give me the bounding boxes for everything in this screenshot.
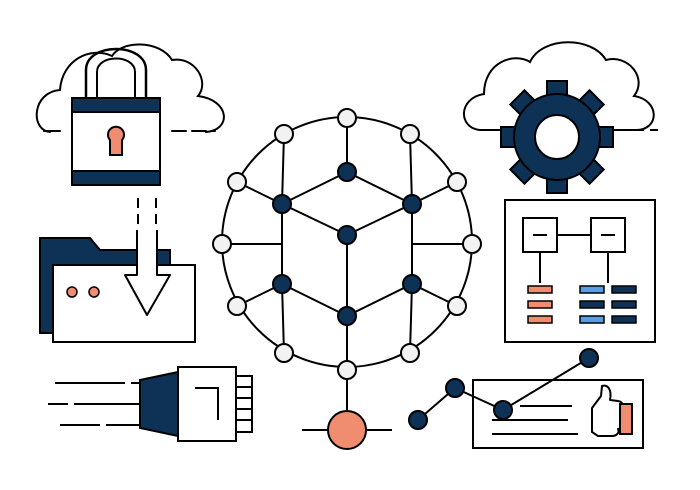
flowchart-panel-icon <box>504 199 656 343</box>
cube-node <box>272 194 292 214</box>
graph-point <box>445 378 465 398</box>
gear-icon <box>500 80 614 194</box>
cube-node <box>337 225 357 245</box>
outer-node <box>227 296 247 316</box>
cube-nodes <box>272 162 422 326</box>
outer-node <box>212 234 232 254</box>
cube-node <box>402 194 422 214</box>
thumbs-cuff <box>619 403 633 435</box>
cube-node <box>337 306 357 326</box>
cloud-lock-icon <box>35 43 225 186</box>
cube-edges <box>281 171 413 317</box>
outer-node <box>337 108 357 128</box>
folder-dot-1 <box>66 286 78 298</box>
cube-node <box>272 274 292 294</box>
root-node <box>327 410 367 450</box>
outer-node <box>337 360 357 380</box>
connector-latch <box>195 387 219 420</box>
outer-node <box>274 124 294 144</box>
line-graph-icon <box>408 348 599 430</box>
legend-bars-salmon <box>527 285 553 324</box>
lock-shackle-inner <box>96 57 136 100</box>
outer-node <box>447 172 467 192</box>
connector-pins <box>236 375 253 433</box>
graph-point <box>493 400 513 420</box>
outer-node <box>462 234 482 254</box>
keyhole <box>107 125 125 156</box>
network-cube-icon <box>212 108 482 450</box>
cable-boot <box>139 370 179 438</box>
folder-front <box>52 264 196 343</box>
ethernet-cable-icon <box>48 366 253 442</box>
download-arrow-icon <box>124 230 171 316</box>
cube-node <box>402 274 422 294</box>
outer-node <box>274 343 294 363</box>
graph-point <box>579 348 599 368</box>
outer-node <box>400 343 420 363</box>
cube-node <box>337 162 357 182</box>
outer-node <box>400 124 420 144</box>
outer-node <box>447 296 467 316</box>
graph-point <box>408 410 428 430</box>
lock-top-band <box>71 97 161 113</box>
lock-bottom-band <box>71 170 161 186</box>
folder-download-icon <box>39 198 196 343</box>
graph-line <box>417 357 590 421</box>
legend-bars-blue <box>579 285 637 324</box>
connector-body <box>177 366 237 442</box>
lock-shackle <box>84 47 148 100</box>
folder-dot-2 <box>88 286 100 298</box>
outer-node <box>227 172 247 192</box>
cloud-gear-icon <box>463 41 660 194</box>
outer-nodes <box>212 108 482 380</box>
